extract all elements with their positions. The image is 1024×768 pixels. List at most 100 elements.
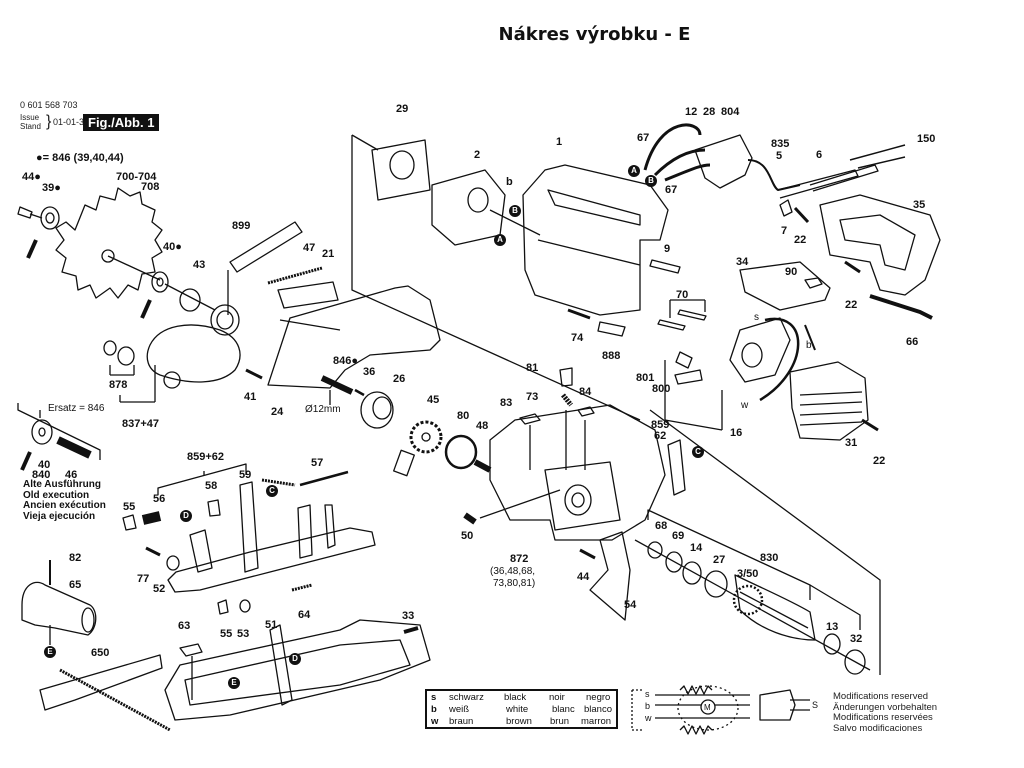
legend-en: black xyxy=(504,692,527,703)
part-label: s xyxy=(754,312,759,323)
part-label: 68 xyxy=(655,520,668,532)
part-label: 62 xyxy=(654,430,667,442)
wiring-schematic xyxy=(631,685,810,735)
part-label: 39● xyxy=(42,182,61,194)
gear-housing xyxy=(489,404,666,541)
part-label: 29 xyxy=(396,103,409,115)
part-label: 13 xyxy=(826,621,839,633)
rear-handle xyxy=(819,194,941,296)
schematic-wire-w: w xyxy=(645,713,652,723)
part-label: 22 xyxy=(794,234,807,246)
part-label: 44● xyxy=(22,171,41,183)
page-title: Nákres výrobku - E xyxy=(498,24,691,45)
part-label: 41 xyxy=(244,391,257,403)
connector-b: B xyxy=(509,205,521,217)
legend-de: braun xyxy=(449,716,474,727)
legend-code: w xyxy=(431,716,439,727)
part-label: 150 xyxy=(917,133,936,145)
part-label: 31 xyxy=(845,437,858,449)
part-label: 70 xyxy=(676,289,689,301)
part-label: 57 xyxy=(311,457,324,469)
modifications-de: Änderungen vorbehalten xyxy=(833,701,938,713)
part-label: 59 xyxy=(239,469,252,481)
brace: } xyxy=(46,113,52,130)
part-label: 63 xyxy=(178,620,191,632)
part-label: 888 xyxy=(602,350,621,362)
wire-color-legend: s schwarz black noir negro b weiß white … xyxy=(425,689,618,729)
part-label: 69 xyxy=(672,530,685,542)
riving-knife xyxy=(589,531,631,621)
part-label: 83 xyxy=(500,397,513,409)
brush-cover xyxy=(739,261,831,311)
part-label: 56 xyxy=(153,493,166,505)
legend-code: b xyxy=(431,704,437,715)
old-execution-note: Alte Ausführung Old execution Ancien exé… xyxy=(23,479,106,522)
part-label: 65 xyxy=(69,579,82,591)
part-label: 859+62 xyxy=(187,451,225,463)
schematic-switch: S xyxy=(812,700,819,710)
motor-housing xyxy=(522,164,669,316)
schematic-motor: M xyxy=(704,703,711,712)
connector-e: E xyxy=(44,646,56,658)
connector-a: A xyxy=(494,234,506,246)
part-label: 835 xyxy=(771,138,790,150)
part-label: 878 xyxy=(109,379,128,391)
part-label: 58 xyxy=(205,480,218,492)
assembly-frame-line xyxy=(351,135,641,421)
part-label: 27 xyxy=(713,554,726,566)
part-label: 26 xyxy=(393,373,406,385)
part-label: 12 xyxy=(685,106,698,118)
fan-baffle xyxy=(371,139,431,201)
part-label: 51 xyxy=(265,619,278,631)
switch xyxy=(694,134,753,189)
part-label: 73 xyxy=(526,391,539,403)
part-label: 32 xyxy=(850,633,863,645)
electronic-module xyxy=(729,317,791,383)
legend-fr: noir xyxy=(549,692,565,703)
legend-row: s schwarz black noir negro xyxy=(431,692,617,704)
legend-code: s xyxy=(431,692,437,703)
part-label: 34 xyxy=(736,256,749,268)
base-plate xyxy=(164,619,431,721)
part-label: 36 xyxy=(363,366,376,378)
connector-a-2: A xyxy=(628,165,640,177)
part-label: 804 xyxy=(721,106,740,118)
issue-date: 01-01-30 xyxy=(53,117,90,127)
legend-en: white xyxy=(506,704,529,715)
part-label: b xyxy=(806,340,812,351)
old-execution-fr: Ancien exécution xyxy=(23,500,106,511)
part-label: 46 xyxy=(65,469,78,481)
part-label: 84 xyxy=(579,386,592,398)
legend-es: marron xyxy=(581,716,612,727)
legend-de: schwarz xyxy=(449,692,484,703)
part-label: 801 xyxy=(636,372,655,384)
part-label: 872 xyxy=(510,553,529,565)
part-label: 800 xyxy=(652,383,671,395)
ersatz-note: Ersatz = 846 xyxy=(48,403,105,414)
part-label: 899 xyxy=(232,220,251,232)
part-label: w xyxy=(741,400,749,411)
part-label: 81 xyxy=(526,362,539,374)
part-label: 48 xyxy=(476,420,489,432)
part-label: 55 xyxy=(123,501,136,513)
part-sublabel: (36,48,68, xyxy=(490,566,536,577)
issue-label: Issue xyxy=(20,113,40,122)
parallel-guide xyxy=(167,527,376,593)
part-label: b xyxy=(506,176,513,188)
grease-tube xyxy=(229,221,303,273)
field-winding xyxy=(431,169,506,246)
part-label: 22 xyxy=(845,299,858,311)
part-label: 24 xyxy=(271,406,284,418)
connector-c: C xyxy=(692,446,704,458)
part-label: 708 xyxy=(141,181,160,193)
legend-de: weiß xyxy=(449,704,470,715)
part-label: 40● xyxy=(163,241,182,253)
legend-es: negro xyxy=(586,692,611,703)
legend-en: brown xyxy=(506,716,532,727)
part-label: 55 xyxy=(220,628,233,640)
figure-label: Fig./Abb. 1 xyxy=(83,114,160,131)
schematic-wire-s: s xyxy=(645,689,650,699)
schematic-wire-b: b xyxy=(645,701,651,711)
modifications-note: Modifications reserved Änderungen vorbeh… xyxy=(833,691,938,734)
part-label: 28 xyxy=(703,106,716,118)
